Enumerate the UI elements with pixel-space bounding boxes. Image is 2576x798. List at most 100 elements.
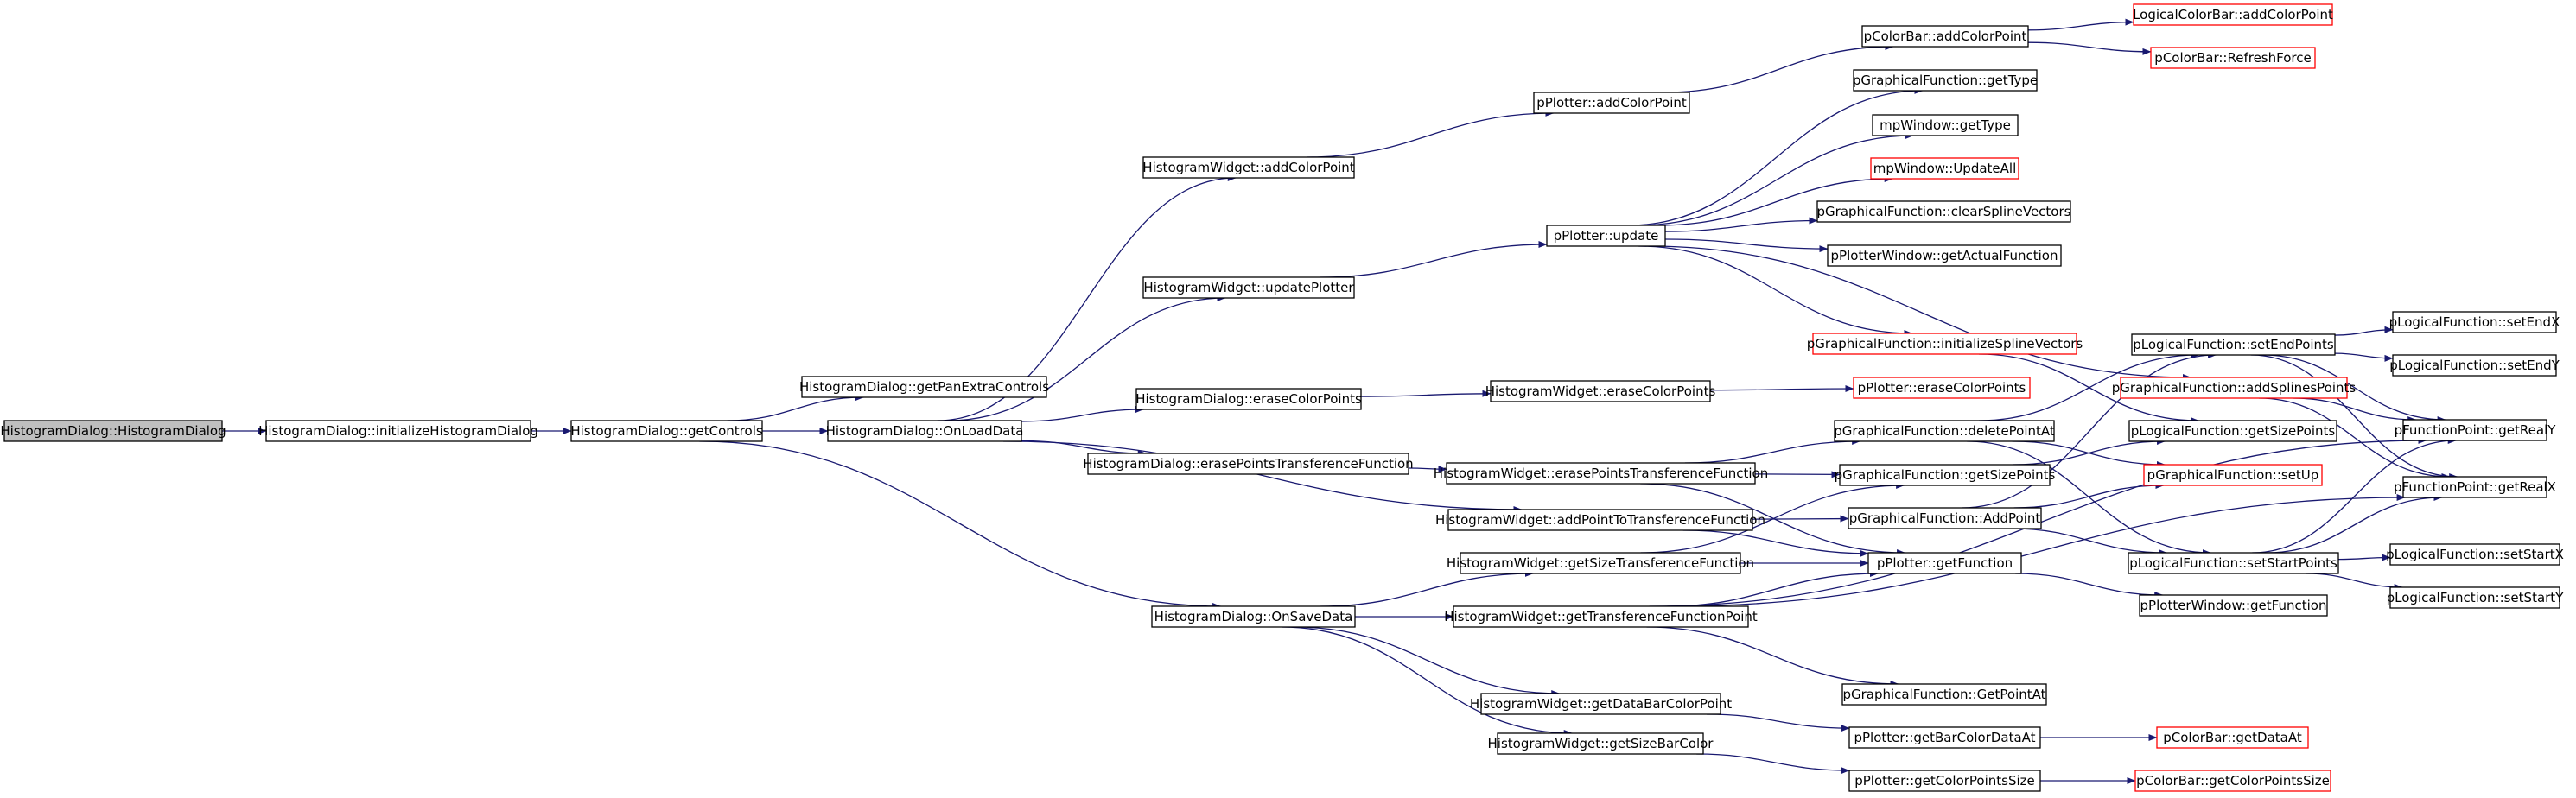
node-box	[2392, 311, 2557, 333]
node-hw-getsizebar[interactable]: HistogramWidget::getSizeBarColor	[1488, 732, 1714, 755]
node-hw-getdatabar[interactable]: HistogramWidget::getDataBarColorPoint	[1470, 693, 1732, 715]
node-plf-getsizepoints[interactable]: pLogicalFunction::getSizePoints	[2128, 420, 2337, 442]
node-label: pColorBar::getDataAt	[2163, 730, 2302, 745]
node-pfp-getrealy[interactable]: pFunctionPoint::getRealY	[2395, 419, 2557, 441]
node-box	[1827, 244, 2062, 267]
node-pp-getbarcolor[interactable]: pPlotter::getBarColorDataAt	[1848, 726, 2041, 749]
node-pgf-getpointat[interactable]: pGraphicalFunction::GetPointAt	[1841, 683, 2047, 706]
node-hd-onload[interactable]: HistogramDialog::OnLoadData	[826, 420, 1024, 442]
node-pgf-getsizepoints[interactable]: pGraphicalFunction::getSizePoints	[1835, 464, 2056, 486]
node-label: pGraphicalFunction::clearSplineVectors	[1817, 204, 2071, 219]
node-pcb-refresh[interactable]: pColorBar::RefreshForce	[2150, 47, 2316, 69]
node-box	[2139, 594, 2328, 617]
node-pcb-getcolorsize[interactable]: pColorBar::getColorPointsSize	[2134, 770, 2331, 792]
call-edge-pcb_addcolor-to-pcb_refresh	[2027, 41, 2152, 55]
node-box	[1848, 770, 2041, 792]
call-edge-pp_update-to-ppw_getactual	[1664, 238, 1829, 253]
node-pgf-gettype[interactable]: pGraphicalFunction::getType	[1853, 69, 2038, 92]
node-mpw-gettype[interactable]: mpWindow::getType	[1872, 114, 2019, 136]
node-label: HistogramWidget::updatePlotter	[1143, 280, 1354, 295]
node-hw-erasecolor[interactable]: HistogramWidget::eraseColorPoints	[1485, 380, 1716, 402]
node-label: pPlotter::getFunction	[1877, 555, 2013, 571]
node-mpw-updateall[interactable]: mpWindow::UpdateAll	[1870, 157, 2019, 180]
node-hd-onsave[interactable]: HistogramDialog::OnSaveData	[1151, 605, 1356, 628]
node-hd-init[interactable]: HistogramDialog::initializeHistogramDial…	[258, 420, 538, 442]
node-pgf-addpoint[interactable]: pGraphicalFunction::AddPoint	[1848, 507, 2042, 529]
node-hw-addpoint[interactable]: HistogramWidget::addPointToTransferenceF…	[1435, 509, 1765, 531]
call-edge-hd_onload-to-hd_erasecolor	[1021, 406, 1144, 422]
node-box	[1839, 464, 2051, 486]
node-label: LogicalColorBar::addColorPoint	[2133, 7, 2333, 22]
node-label: pFunctionPoint::getRealY	[2395, 422, 2557, 438]
node-pp-update[interactable]: pPlotter::update	[1546, 225, 1666, 247]
node-label: HistogramWidget::addColorPoint	[1142, 160, 1355, 175]
node-label: HistogramDialog::HistogramDialog	[0, 423, 226, 439]
call-edge-hw_erasecolor-to-pp_erasecolor	[1709, 385, 1854, 393]
node-pcb-getdata[interactable]: pColorBar::getDataAt	[2156, 726, 2309, 749]
node-label: HistogramWidget::addPointToTransferenceF…	[1435, 512, 1765, 528]
node-hw-erasepoints[interactable]: HistogramWidget::erasePointsTransference…	[1434, 462, 1768, 484]
call-edge-hw_gettfpoint-to-pfp_getrealx	[1670, 494, 2406, 607]
node-hw-gettfpoint[interactable]: HistogramWidget::getTransferenceFunction…	[1444, 605, 1758, 628]
node-ppw-getfunction[interactable]: pPlotterWindow::getFunction	[2139, 594, 2328, 617]
node-hd-getcontrols[interactable]: HistogramDialog::getControls	[570, 420, 763, 442]
call-edge-plf_setstart-to-plf_setstarty	[2306, 573, 2403, 591]
node-plf-setendy[interactable]: pLogicalFunction::setEndY	[2389, 354, 2560, 377]
node-pgf-deletepoint[interactable]: pGraphicalFunction::deletePointAt	[1834, 420, 2055, 442]
node-plf-setendx[interactable]: pLogicalFunction::setEndX	[2389, 311, 2560, 333]
call-edge-pp_update-to-pgf_initspline	[1638, 245, 1913, 337]
call-edge-pp_getfunction-to-ppw_getfunction	[2015, 573, 2164, 598]
call-edge-hw_gettfpoint-to-pp_getfunction	[1667, 570, 1879, 607]
node-hd-ctor[interactable]: HistogramDialog::HistogramDialog	[0, 420, 226, 442]
node-box	[1848, 507, 2042, 529]
node-box	[2402, 476, 2547, 498]
node-box	[1870, 157, 2019, 180]
node-pgf-clearspline[interactable]: pGraphicalFunction::clearSplineVectors	[1816, 200, 2071, 223]
call-edge-pp_update-to-mpw_updateall	[1657, 175, 1893, 226]
node-hw-updateplotter[interactable]: HistogramWidget::updatePlotter	[1142, 276, 1355, 299]
node-box	[1497, 732, 1704, 755]
call-edge-pp_update-to-pgf_addsplines	[1649, 245, 2191, 381]
node-hd-erasecolor[interactable]: HistogramDialog::eraseColorPoints	[1135, 388, 1362, 410]
call-edge-plf_setend-to-pfp_getrealx	[2250, 354, 2458, 480]
node-hw-getsize[interactable]: HistogramWidget::getSizeTransferenceFunc…	[1447, 552, 1754, 574]
node-lcb-addcolor[interactable]: LogicalColorBar::addColorPoint	[2133, 3, 2333, 26]
node-box	[1872, 114, 2019, 136]
node-label: pLogicalFunction::setStartY	[2387, 590, 2565, 605]
node-pfp-getrealx[interactable]: pFunctionPoint::getRealX	[2394, 476, 2556, 498]
node-pgf-initspline[interactable]: pGraphicalFunction::initializeSplineVect…	[1807, 332, 2083, 355]
call-edge-hd_onload-to-hw_addcolor	[937, 174, 1237, 421]
node-label: pGraphicalFunction::addSplinesPoints	[2112, 380, 2357, 396]
node-pgf-setup[interactable]: pGraphicalFunction::setUp	[2143, 464, 2323, 486]
node-box	[1142, 156, 1355, 179]
node-pp-getfunction[interactable]: pPlotter::getFunction	[1867, 552, 2022, 574]
node-hw-addcolor[interactable]: HistogramWidget::addColorPoint	[1142, 156, 1355, 179]
node-label: pLogicalFunction::setEndPoints	[2133, 337, 2334, 352]
node-plf-setstartx[interactable]: pLogicalFunction::setStartX	[2386, 543, 2564, 566]
node-hd-erasepoints[interactable]: HistogramDialog::erasePointsTransference…	[1083, 453, 1414, 475]
node-box	[1533, 92, 1690, 114]
node-label: pPlotter::getColorPointsSize	[1854, 773, 2035, 788]
node-pp-addcolor[interactable]: pPlotter::addColorPoint	[1533, 92, 1690, 114]
node-box	[2389, 543, 2560, 566]
node-plf-setend[interactable]: pLogicalFunction::setEndPoints	[2131, 333, 2336, 356]
node-plf-setstarty[interactable]: pLogicalFunction::setStartY	[2387, 586, 2565, 609]
node-ppw-getactual[interactable]: pPlotterWindow::getActualFunction	[1827, 244, 2062, 267]
node-box	[1546, 225, 1666, 247]
node-pgf-addsplines[interactable]: pGraphicalFunction::addSplinesPoints	[2112, 377, 2357, 399]
call-edge-hd_onload-to-hd_erasepoints	[1021, 440, 1147, 457]
node-pcb-addcolor[interactable]: pColorBar::addColorPoint	[1861, 25, 2029, 48]
node-box	[1848, 726, 2041, 749]
node-box	[1447, 509, 1753, 531]
node-hd-getpanextra[interactable]: HistogramDialog::getPanExtraControls	[799, 376, 1049, 398]
node-pp-getcolorsize[interactable]: pPlotter::getColorPointsSize	[1848, 770, 2041, 792]
node-box	[2402, 419, 2547, 441]
node-pp-erasecolor[interactable]: pPlotter::eraseColorPoints	[1853, 377, 2031, 399]
node-box	[827, 420, 1022, 442]
node-label: mpWindow::UpdateAll	[1873, 161, 2016, 176]
node-plf-setstart[interactable]: pLogicalFunction::setStartPoints	[2128, 552, 2339, 574]
node-box	[1861, 25, 2029, 48]
node-box	[1480, 693, 1721, 715]
